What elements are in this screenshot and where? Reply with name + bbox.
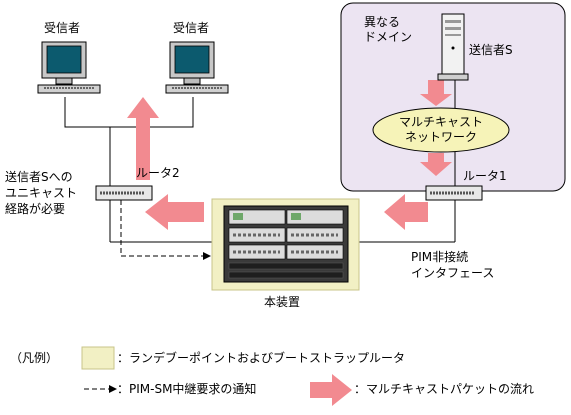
flow-arrow-receivers bbox=[127, 97, 159, 180]
flow-arrow-router1 bbox=[384, 194, 428, 230]
network-label: マルチキャスト ネットワーク bbox=[398, 115, 483, 144]
legend-rp-swatch bbox=[81, 346, 115, 370]
router-1 bbox=[425, 185, 483, 201]
flow-arrow-network bbox=[420, 153, 452, 176]
router2-label: ルータ2 bbox=[136, 166, 180, 180]
sender-server bbox=[437, 13, 469, 81]
legend-title: （凡例） bbox=[10, 351, 59, 365]
multicast-flow-arrows bbox=[127, 80, 452, 230]
domain-title: 異なる ドメイン bbox=[364, 15, 413, 44]
receiver-right-label: 受信者 bbox=[173, 21, 210, 35]
legend-rp-label: ：ランデブーポイントおよびブートストラップルータ bbox=[117, 351, 406, 365]
receiver-right bbox=[165, 41, 229, 94]
pim-interface-label: PIM非接続 インタフェース bbox=[411, 250, 495, 280]
flow-arrow-sender bbox=[420, 80, 452, 106]
legend-flow-arrow bbox=[310, 374, 352, 406]
legend-join-label: ：PIM-SM中継要求の通知 bbox=[117, 382, 257, 396]
router2-note: 送信者Sへの ユニキャスト 経路が必要 bbox=[5, 170, 78, 216]
legend-flow-label: ：マルチキャストパケットの流れ bbox=[354, 382, 535, 396]
sender-label: 送信者S bbox=[469, 43, 513, 57]
device-label: 本装置 bbox=[264, 295, 301, 309]
receiver-left bbox=[37, 41, 101, 94]
flow-arrow-device bbox=[145, 194, 204, 230]
network-links bbox=[64, 80, 456, 243]
receiver-left-label: 受信者 bbox=[44, 21, 81, 35]
main-device bbox=[223, 205, 349, 283]
router1-label: ルータ1 bbox=[463, 169, 507, 183]
multicast-network bbox=[372, 107, 510, 153]
pim-join-path bbox=[120, 200, 211, 260]
router-2 bbox=[95, 185, 153, 201]
